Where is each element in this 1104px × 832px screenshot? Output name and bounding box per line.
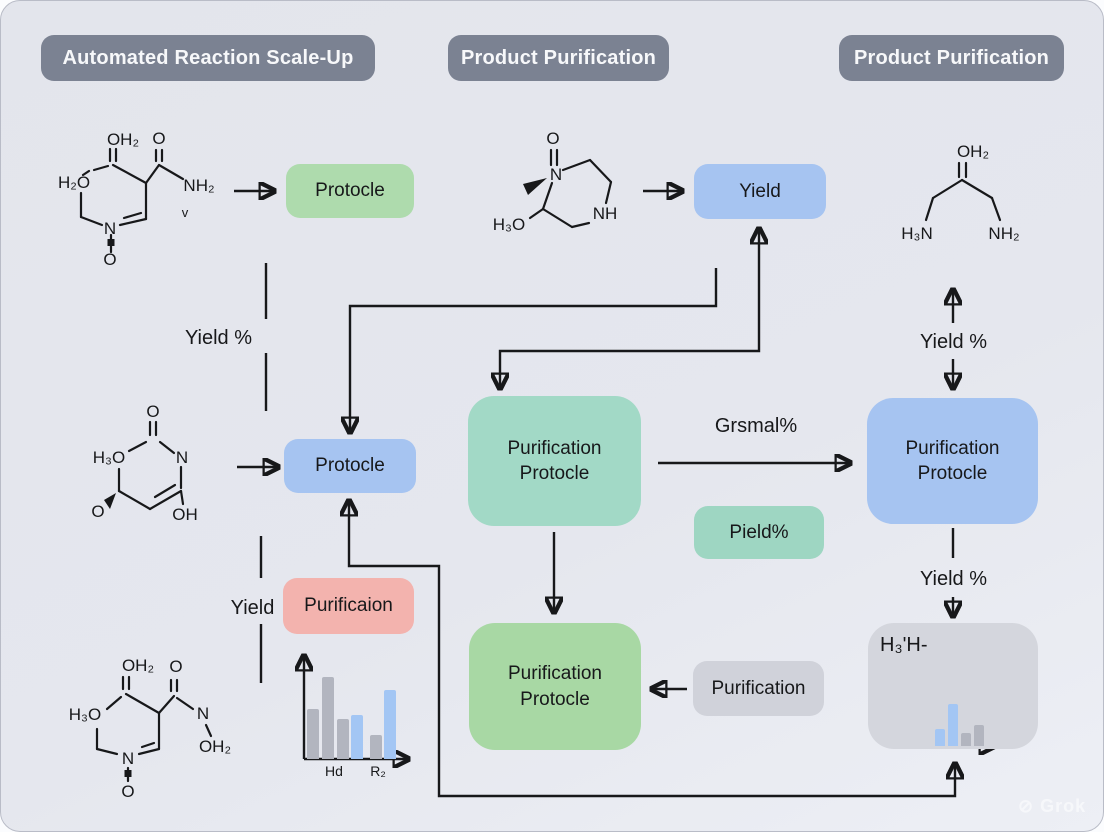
node-purification-protocle-blue: Purification Protocle — [867, 398, 1038, 524]
label-grsmal: Grsmal% — [714, 415, 798, 437]
left-chart-tick-r2: R₂ — [370, 763, 386, 779]
bar — [370, 735, 382, 759]
grok-watermark: ⊘ Grok — [1018, 796, 1086, 817]
node-pield-teal: Pield% — [694, 506, 824, 559]
atom-label: H₃N — [901, 224, 932, 243]
molecule-structure-5: OH₂ O H₃O N O N OH₂ — [69, 656, 231, 801]
node-yield-blue: Yield — [694, 164, 826, 219]
node-protocle-green: Protocle — [286, 164, 414, 218]
header-product-purification-1: Product Purification — [448, 35, 669, 81]
bar — [974, 725, 984, 746]
molecule-structure-1: OH₂ O H₂O NH₂ N O v — [58, 129, 215, 269]
molecule-structure-2: O N NH H₃O — [493, 129, 618, 234]
node-line: Protocle — [917, 463, 988, 484]
node-line: Purification — [508, 663, 602, 685]
atom-label: OH — [172, 505, 198, 524]
bar — [384, 690, 396, 759]
molecule-structure-4: O H₃O N O OH — [91, 402, 198, 524]
grok-logo-icon: ⊘ — [1018, 796, 1035, 816]
atom-label: NH₂ — [988, 224, 1019, 243]
atom-label: N — [197, 704, 209, 723]
bar — [351, 715, 363, 759]
left-chart-tick-hd: Hd — [325, 763, 343, 779]
label-yield-pct-left: Yield % — [184, 327, 253, 349]
atom-label: O — [152, 129, 165, 148]
node-line: Purification — [507, 437, 602, 459]
atom-label: OH₂ — [122, 656, 154, 675]
grok-watermark-text: Grok — [1040, 796, 1087, 816]
header-product-purification-2: Product Purification — [839, 35, 1064, 81]
atom-label: N — [122, 749, 134, 768]
connector-protocle-blue-to-hist-box — [349, 502, 955, 798]
atom-label: O — [103, 250, 116, 269]
atom-label: OH₂ — [107, 130, 139, 149]
atom-label: OH₂ — [957, 142, 989, 161]
node-purification-gray: Purification — [693, 661, 824, 716]
atom-label: H₃O — [69, 705, 101, 724]
atom-label: O — [146, 402, 159, 421]
node-purification-protocle-teal: Purification Protocle — [468, 396, 641, 526]
atom-label: N — [550, 165, 562, 184]
node-protocle-blue: Protocle — [284, 439, 416, 493]
bar — [307, 709, 319, 759]
atom-label: H₃O — [93, 448, 125, 467]
connector-yield-to-teal-box — [500, 230, 759, 387]
bar-chart-mini — [930, 659, 1000, 746]
bar — [337, 719, 349, 759]
atom-label: O — [169, 657, 182, 676]
bar — [935, 729, 945, 746]
atom-label: NH — [593, 204, 618, 223]
node-line: Purification — [905, 437, 1000, 459]
atom-label: H₃O — [493, 215, 525, 234]
node-line: Protocle — [519, 463, 590, 484]
atom-label: N — [176, 448, 188, 467]
histogram-box-label: H₃'H- — [880, 634, 928, 656]
atom-label: O — [546, 129, 559, 148]
label-yield-pct-right-top: Yield % — [919, 331, 988, 353]
header-automated-reaction-scale-up: Automated Reaction Scale-Up — [41, 35, 375, 81]
atom-label: H₂O — [58, 173, 90, 192]
bar — [322, 677, 334, 759]
atom-label: O — [91, 502, 104, 521]
node-line: Protocle — [520, 688, 590, 710]
bar — [961, 733, 971, 746]
atom-label: OH₂ — [199, 737, 231, 756]
bar-chart-left — [304, 651, 416, 759]
label-yield-left: Yield — [230, 597, 275, 619]
label-yield-pct-right-bottom: Yield % — [919, 568, 988, 590]
atom-label: v — [182, 205, 189, 220]
atom-label: O — [121, 782, 134, 801]
molecule-structure-3: OH₂ H₃N NH₂ — [901, 142, 1019, 243]
atom-label: NH₂ — [183, 176, 214, 195]
node-purification-protocle-green: Purification Protocle — [469, 623, 641, 750]
atom-label: N — [104, 219, 116, 238]
node-purificaion-red: Purificaion — [283, 578, 414, 634]
bar — [948, 704, 958, 746]
